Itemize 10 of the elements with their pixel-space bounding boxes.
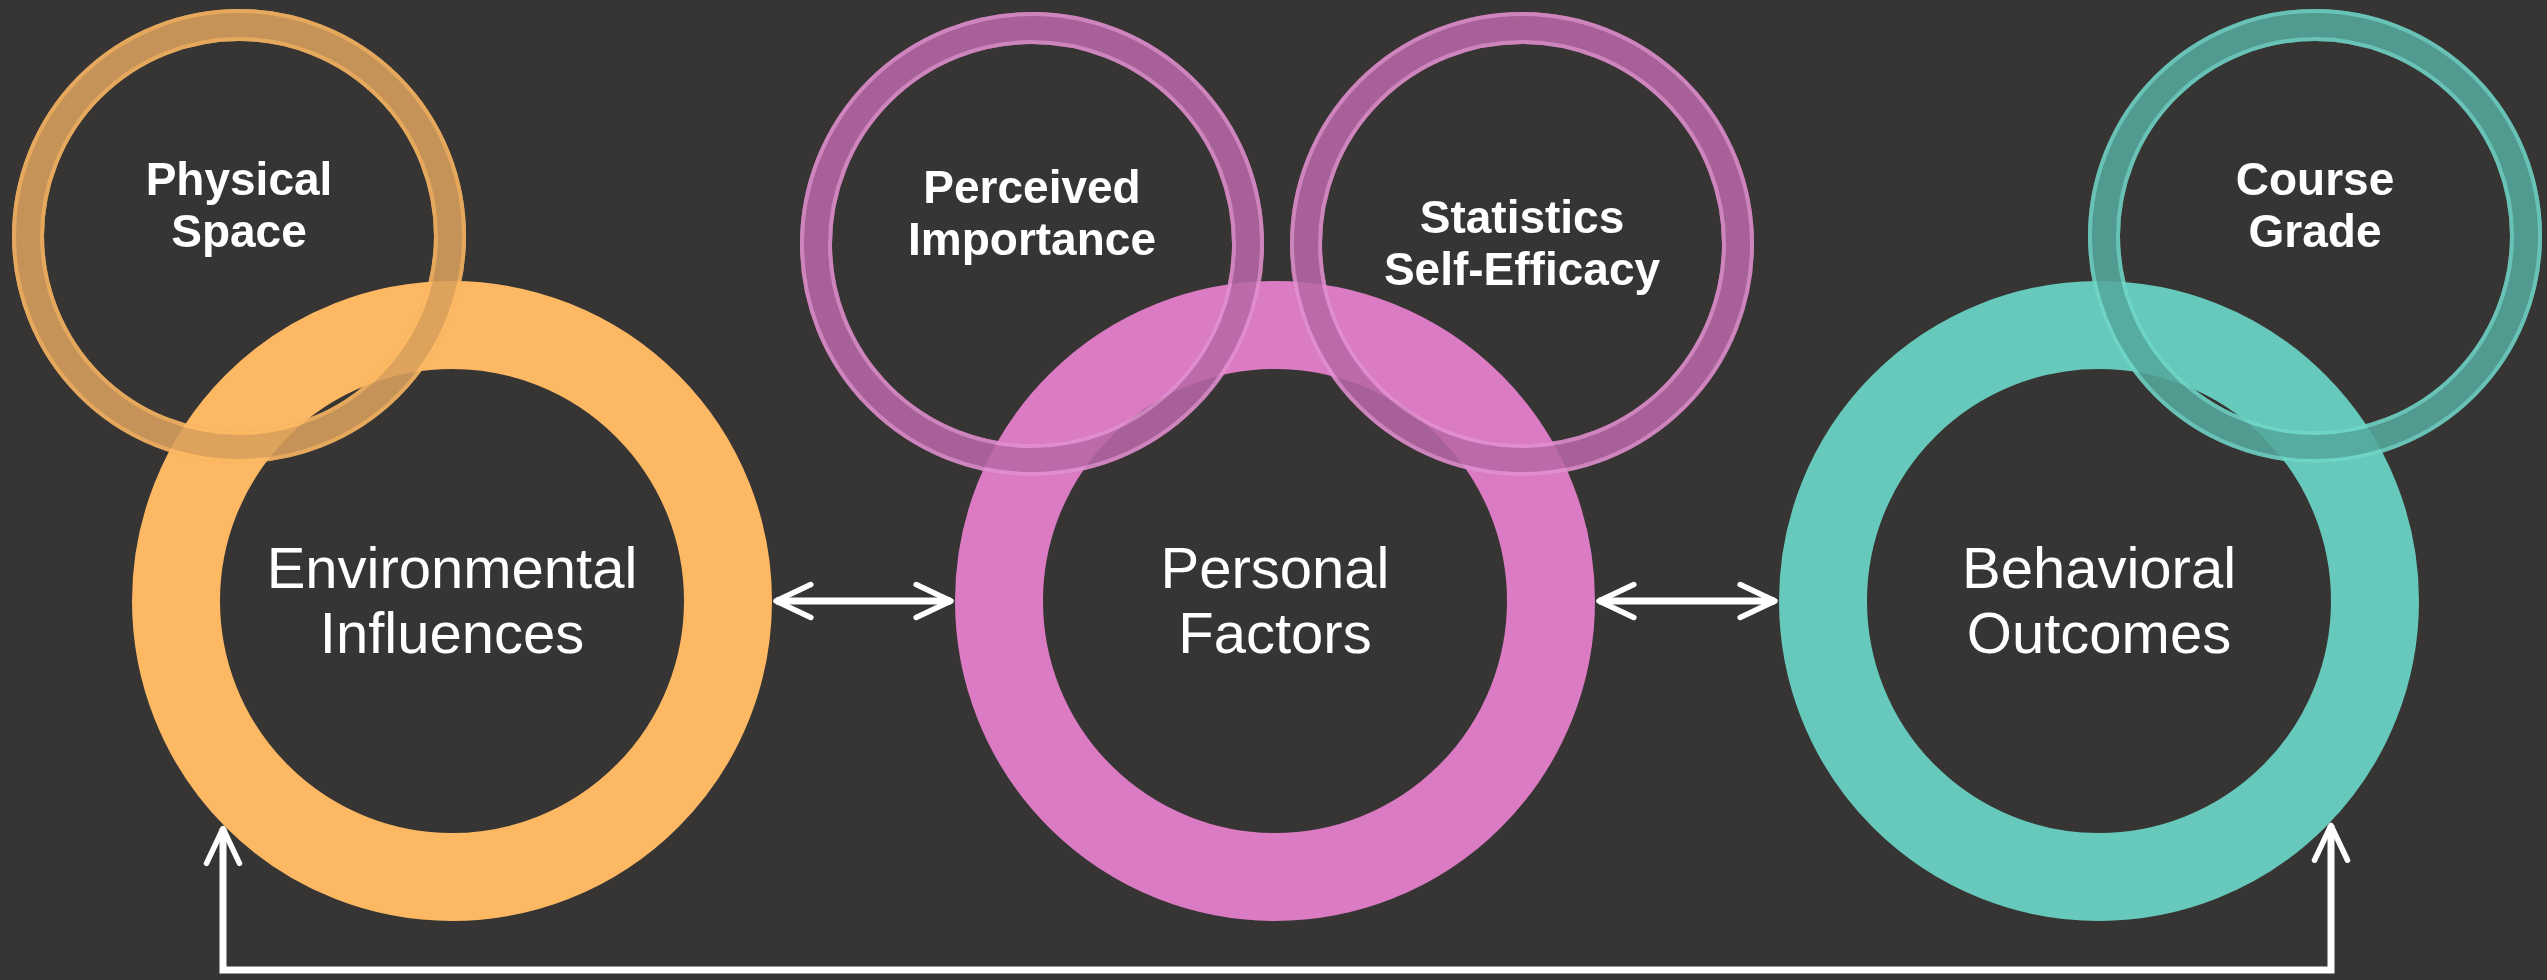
node-label: Course Grade [2234,154,2396,258]
double-arrow [203,822,2351,974]
node-label: Physical Space [144,154,334,258]
node-label: Behavioral Outcomes [1960,536,2238,666]
node-label: Statistics Self-Efficacy [1382,192,1662,296]
double-arrow [1596,581,1778,621]
node-label: Personal Factors [1159,536,1391,666]
node-label: Environmental Influences [265,536,639,666]
node-label: Perceived Importance [907,162,1157,266]
double-arrow [773,581,954,621]
